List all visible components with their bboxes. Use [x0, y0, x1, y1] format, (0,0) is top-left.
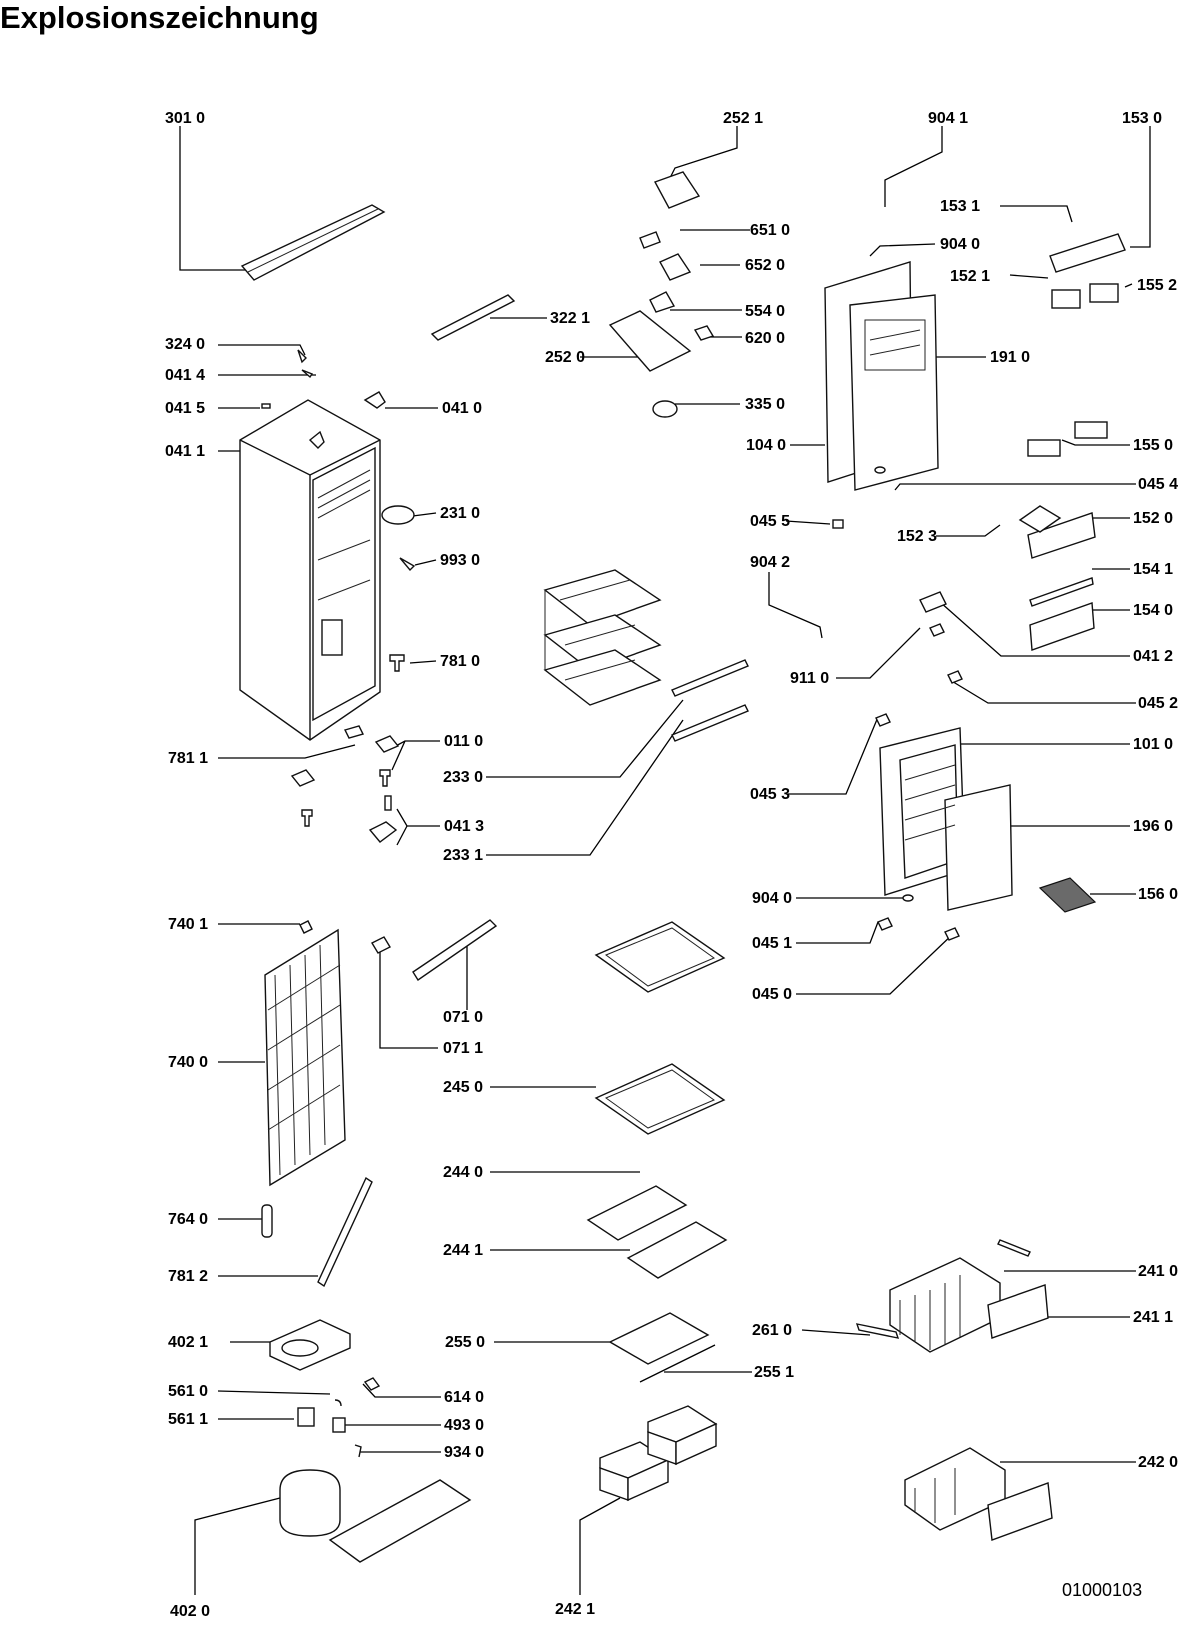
- part-label: 244 0: [443, 1164, 483, 1181]
- part-label: 152 3: [897, 528, 937, 545]
- trim-strip-part: [430, 294, 516, 341]
- part-label: 242 0: [1138, 1454, 1178, 1471]
- part-label: 154 0: [1133, 602, 1173, 619]
- glass-shelf-parts: [586, 921, 728, 1279]
- upper-door-part: [824, 261, 939, 491]
- part-label: 242 1: [555, 1601, 595, 1618]
- part-label: 041 0: [442, 400, 482, 417]
- part-label: 252 0: [545, 349, 585, 366]
- part-label: 740 1: [168, 916, 208, 933]
- part-label: 493 0: [444, 1417, 484, 1434]
- part-label: 152 1: [950, 268, 990, 285]
- part-label: 934 0: [444, 1444, 484, 1461]
- document-id: 01000103: [1062, 1580, 1143, 1600]
- part-label: 652 0: [745, 257, 785, 274]
- part-label: 045 2: [1138, 695, 1178, 712]
- part-label: 904 2: [750, 554, 790, 571]
- compressor-parts: [269, 1319, 472, 1563]
- part-label: 196 0: [1133, 818, 1173, 835]
- part-label: 324 0: [165, 336, 205, 353]
- part-label: 911 0: [790, 670, 829, 687]
- part-label: 041 3: [444, 818, 484, 835]
- part-label: 241 1: [1133, 1309, 1173, 1326]
- thermostat-control-parts: [608, 171, 715, 418]
- part-label: 904 1: [928, 110, 968, 127]
- part-label: 191 0: [990, 349, 1030, 366]
- part-label: 153 0: [1122, 110, 1162, 127]
- part-label: 045 4: [1138, 476, 1178, 493]
- part-label: 301 0: [165, 110, 205, 127]
- part-label: 041 5: [165, 400, 205, 417]
- ice-tray-part: [1038, 877, 1097, 913]
- part-label: 620 0: [745, 330, 785, 347]
- cabinet-part: [239, 399, 381, 741]
- part-label: 041 1: [165, 443, 205, 460]
- part-label: 152 0: [1133, 510, 1173, 527]
- part-label: 561 0: [168, 1383, 208, 1400]
- crisper-cover-part: [608, 1312, 716, 1383]
- part-label: 041 4: [165, 367, 205, 384]
- part-label: 041 2: [1133, 648, 1173, 665]
- part-label: 554 0: [745, 303, 785, 320]
- part-label: 261 0: [752, 1322, 792, 1339]
- freezer-rack-part: [543, 569, 749, 742]
- part-label: 255 0: [445, 1334, 485, 1351]
- part-label: 614 0: [444, 1389, 484, 1406]
- lower-door-part: [879, 727, 1013, 911]
- part-label: 993 0: [440, 552, 480, 569]
- part-label: 781 2: [168, 1268, 208, 1285]
- fitting-parts: [261, 349, 416, 843]
- part-label: 651 0: [750, 222, 790, 239]
- part-label: 335 0: [745, 396, 785, 413]
- part-label: 740 0: [168, 1054, 208, 1071]
- part-label: 045 3: [750, 786, 790, 803]
- part-label: 154 1: [1133, 561, 1173, 578]
- part-label: 155 2: [1137, 277, 1177, 294]
- part-label: 252 1: [723, 110, 763, 127]
- part-label: 233 1: [443, 847, 483, 864]
- part-label: 104 0: [746, 437, 786, 454]
- part-label: 045 5: [750, 513, 790, 530]
- part-label: 101 0: [1133, 736, 1173, 753]
- part-label: 231 0: [440, 505, 480, 522]
- leader-lines: [179, 126, 1151, 1595]
- crisper-drawer-parts: [599, 1405, 718, 1502]
- part-label: 561 1: [168, 1411, 208, 1428]
- part-label: 255 1: [754, 1364, 794, 1381]
- part-label: 045 1: [752, 935, 792, 952]
- condenser-part: [264, 920, 346, 1187]
- door-bin-parts: [1018, 233, 1126, 651]
- part-label: 764 0: [168, 1211, 208, 1228]
- part-label: 045 0: [752, 986, 792, 1003]
- part-label: 781 0: [440, 653, 480, 670]
- top-rail-part: [240, 204, 386, 281]
- rod-parts: [261, 1176, 373, 1288]
- part-label: 156 0: [1138, 886, 1178, 903]
- part-label: 904 0: [752, 890, 792, 907]
- part-label: 322 1: [550, 310, 590, 327]
- part-label: 244 1: [443, 1242, 483, 1259]
- part-label: 071 0: [443, 1009, 483, 1026]
- part-label: 155 0: [1133, 437, 1173, 454]
- bracket-parts: [371, 919, 498, 981]
- part-label: 241 0: [1138, 1263, 1178, 1280]
- part-label: 781 1: [168, 750, 208, 767]
- page-title: Explosionszeichnung: [0, 0, 319, 35]
- hinge-parts: [832, 466, 963, 941]
- part-label: 233 0: [443, 769, 483, 786]
- part-label: 402 1: [168, 1334, 208, 1351]
- part-label: 153 1: [940, 198, 980, 215]
- freezer-basket-parts: [855, 1239, 1053, 1541]
- part-label: 402 0: [170, 1603, 210, 1620]
- part-label: 904 0: [940, 236, 980, 253]
- part-label: 245 0: [443, 1079, 483, 1096]
- part-label: 011 0: [444, 733, 483, 750]
- part-number-labels: 301 0 252 1 904 1 153 0 153 1 651 0 904 …: [165, 110, 1178, 1620]
- part-label: 071 1: [443, 1040, 483, 1057]
